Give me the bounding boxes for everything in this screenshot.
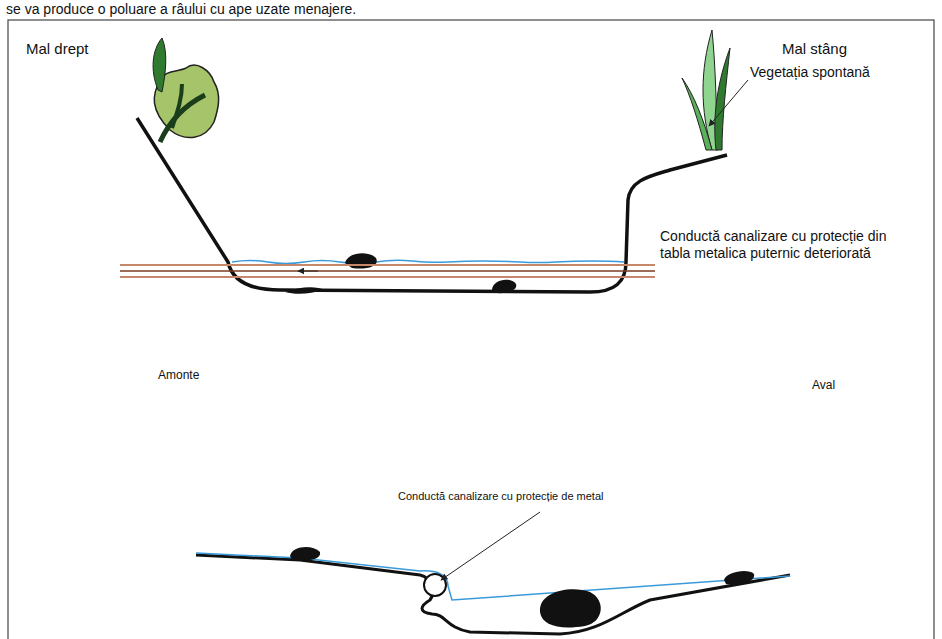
pipe-label: Conductă canalizare cu protecție din tab… bbox=[660, 228, 888, 262]
pipe-section bbox=[424, 574, 446, 596]
sewer-pipe bbox=[120, 265, 655, 277]
bank-label: Mal drept bbox=[26, 40, 89, 58]
left-vegetation bbox=[153, 38, 219, 142]
note-text: se va produce o poluare a râului cu ape … bbox=[6, 1, 356, 18]
direction-label: Aval bbox=[812, 378, 835, 392]
leader-line bbox=[441, 512, 540, 580]
river-profile bbox=[196, 555, 790, 634]
rock bbox=[724, 571, 754, 584]
bank-label: Mal stâng bbox=[782, 40, 847, 58]
water-profile bbox=[196, 553, 790, 600]
rock bbox=[290, 547, 320, 561]
direction-label: Amonte bbox=[158, 368, 199, 382]
pipe-label: Conductă canalizare cu protecție de meta… bbox=[398, 490, 603, 503]
rock bbox=[345, 253, 377, 268]
rock bbox=[492, 280, 516, 293]
frame bbox=[8, 20, 934, 639]
rock bbox=[285, 287, 324, 294]
right-vegetation bbox=[682, 30, 730, 150]
rock bbox=[540, 589, 601, 627]
vegetation-label: Vegetația spontană bbox=[750, 64, 870, 81]
water-surface bbox=[232, 260, 624, 263]
leader-line bbox=[709, 80, 748, 126]
